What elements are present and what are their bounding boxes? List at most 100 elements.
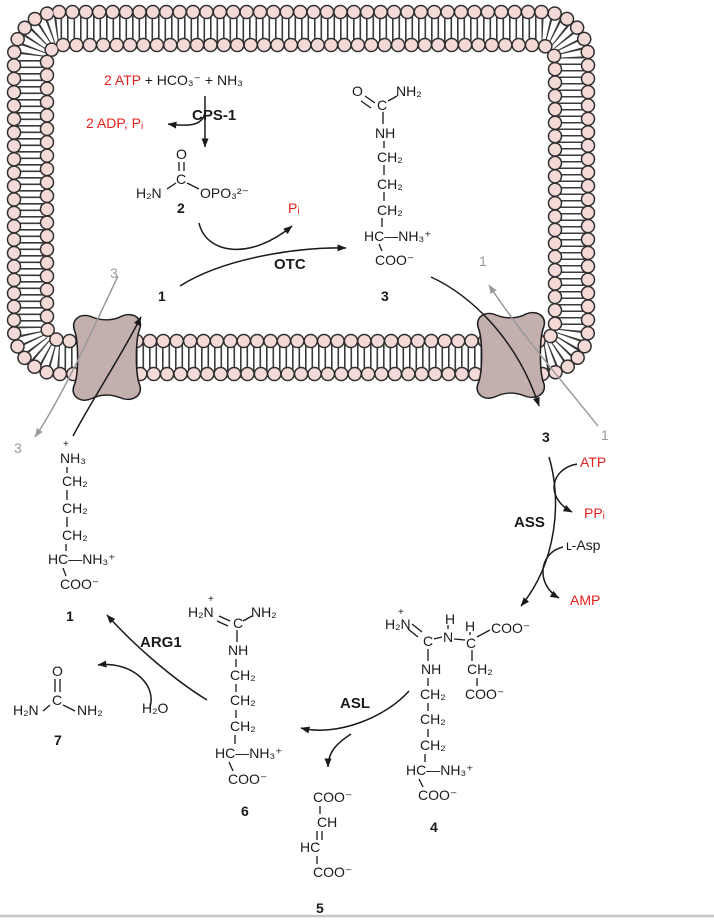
amp-label: AMP — [570, 592, 601, 608]
bonds-carbamoyl-phosphate — [166, 162, 200, 190]
ass-asp-amp-arrow — [542, 546, 564, 599]
enzyme-arg1-label: ARG1 — [140, 634, 182, 651]
formula-nh3: NH₃ — [60, 450, 86, 466]
bonds-fumarate — [316, 806, 323, 864]
ornithine-transporter-left — [72, 313, 142, 401]
ass-arrow-3-to-4 — [520, 456, 557, 607]
formula-coo: COO⁻ — [491, 620, 531, 636]
formula-o: O — [52, 663, 63, 679]
formula-h: H — [445, 611, 456, 627]
formula-ch2: CH₂ — [420, 686, 446, 702]
formula-h2n: H₂N — [136, 185, 162, 201]
bonds-ornithine — [62, 467, 68, 577]
formula-ch2: CH₂ — [467, 661, 493, 677]
bonds-citrulline — [360, 95, 398, 252]
pi-label: Pᵢ — [288, 200, 300, 216]
formula-h2n: H₂N — [13, 702, 39, 718]
reaction-atp-label: 2 ATP — [104, 72, 141, 88]
reaction-substrates-rest: + HCO₃⁻ + NH₃ — [140, 72, 243, 88]
formula-h: H — [465, 618, 476, 634]
formula-nh2: NH₂ — [251, 604, 277, 620]
formula-o: O — [352, 83, 363, 99]
mitochondrial-membrane — [6, 4, 596, 382]
gray-citrulline-out-bottom-label: 3 — [14, 440, 22, 456]
lipid-tails — [17, 15, 585, 371]
formula-o: O — [176, 146, 187, 162]
formula-hc-nh3: HC—NH₃⁺ — [364, 228, 432, 244]
lipid-heads-inner-outline — [39, 37, 563, 349]
compound-number-4: 4 — [430, 819, 438, 835]
transport-gray-arrows — [34, 275, 599, 438]
formula-ch: CH — [317, 814, 338, 830]
ornithine-number-matrix: 1 — [158, 288, 166, 304]
formula-c: C — [176, 171, 187, 187]
ornithine-import-arrow — [72, 316, 142, 437]
formula-c: C — [233, 615, 244, 631]
formula-c: C — [377, 97, 388, 113]
citrulline-number-cytosol: 3 — [542, 429, 550, 445]
enzyme-otc-label: OTC — [274, 256, 306, 273]
formula-nh2: NH₂ — [77, 702, 103, 718]
reaction-byproducts-label: 2 ADP, Pᵢ — [86, 115, 144, 131]
asl-arrow-4-to-6 — [300, 690, 410, 734]
formula-ch2: CH₂ — [420, 737, 446, 753]
citrulline-transporter-right — [476, 311, 546, 399]
formula-hc-nh3: HC—NH₃⁺ — [48, 551, 116, 567]
charge-plus: + — [63, 439, 69, 450]
formula-coo: COO⁻ — [418, 787, 458, 803]
formula-hc-nh3: HC—NH₃⁺ — [215, 745, 283, 761]
formula-coo: COO⁻ — [60, 576, 100, 592]
formula-opo3: OPO₃²⁻ — [200, 185, 249, 201]
formula-ch2: CH₂ — [62, 527, 88, 543]
compound-number-2: 2 — [177, 200, 185, 216]
arg1-arrow-6-to-1 — [106, 614, 208, 701]
gray-citrulline-out-top-label: 3 — [110, 265, 118, 281]
lipid-heads-inner-fill — [41, 39, 561, 347]
citrulline-export-arrow — [430, 276, 540, 407]
bonds-arginine — [216, 615, 253, 772]
compound-number-1: 1 — [66, 608, 74, 624]
lipid-heads-outer-fill — [8, 6, 594, 380]
ornithine-gray-in-arrow — [488, 284, 599, 427]
formula-hc: HC — [300, 839, 321, 855]
compound-number-5: 5 — [316, 900, 324, 916]
otc-arrow-1-to-3 — [179, 244, 347, 287]
compound-number-3: 3 — [381, 288, 389, 304]
charge-plus: + — [208, 594, 214, 605]
reaction-arrows — [72, 96, 578, 768]
formula-ch2: CH₂ — [377, 176, 403, 192]
compound-number-7: 7 — [54, 732, 62, 748]
arg1-urea-arrow — [97, 660, 152, 708]
formula-coo: COO⁻ — [375, 252, 415, 268]
formula-c: C — [466, 635, 477, 651]
citrulline-gray-out-arrow — [34, 275, 119, 438]
enzyme-ass-label: ASS — [514, 514, 545, 531]
formula-c: C — [423, 633, 434, 649]
formula-ch2: CH₂ — [230, 718, 256, 734]
cps1-byproduct-arrow — [167, 111, 206, 129]
otc-arrow-2-to-pi — [198, 222, 293, 250]
ppi-label: PPᵢ — [584, 505, 605, 521]
formula-ch2: CH₂ — [62, 473, 88, 489]
formula-nh: NH — [421, 661, 442, 677]
formula-c: C — [52, 692, 63, 708]
gray-ornithine-in-top-label: 1 — [479, 253, 487, 269]
formula-ch2: CH₂ — [377, 149, 403, 165]
reaction-substrates: 2 ATP + HCO₃⁻ + NH₃ — [104, 73, 243, 87]
formula-n: N — [443, 629, 454, 645]
formula-h2n: H₂N — [385, 616, 411, 632]
l-asp-label: ʟ-Asp — [566, 537, 601, 553]
formula-nh: NH — [228, 642, 249, 658]
formula-ch2: CH₂ — [377, 202, 403, 218]
formula-nh: NH — [375, 125, 396, 141]
h2o-label: H₂O — [142, 700, 169, 716]
formula-coo: COO⁻ — [313, 789, 353, 805]
atp-label: ATP — [580, 454, 607, 470]
formula-ch2: CH₂ — [62, 500, 88, 516]
enzyme-asl-label: ASL — [340, 695, 370, 712]
charge-plus: + — [398, 607, 404, 618]
formula-ch2: CH₂ — [230, 692, 256, 708]
formula-ch2: CH₂ — [420, 711, 446, 727]
formula-coo: COO⁻ — [228, 771, 268, 787]
